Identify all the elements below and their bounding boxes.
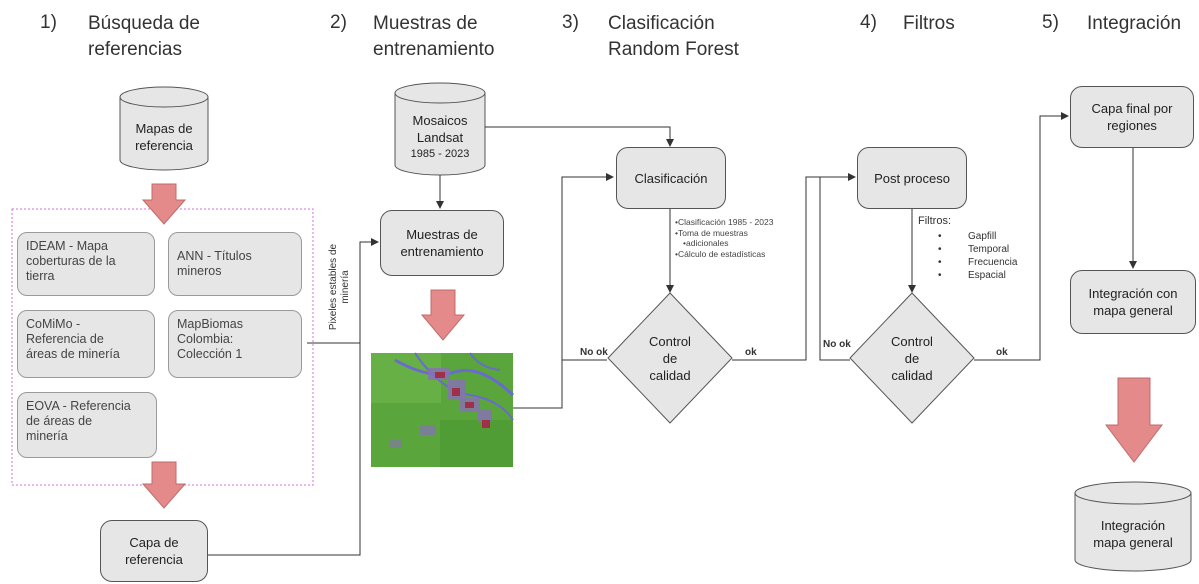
source-eova-line2: de áreas de: [26, 414, 93, 428]
control-calidad-1-label: Control de calidad: [630, 333, 710, 384]
capa-referencia-box: Capa de referencia: [100, 520, 208, 582]
clasificacion-label: Clasificación: [634, 170, 708, 186]
step-3-number: 3): [562, 12, 579, 33]
control-1-line3: calidad: [649, 368, 691, 383]
source-comimo: CoMiMo - Referencia de áreas de minería: [17, 310, 155, 378]
bullet-adicionales-text: adicionales: [685, 238, 729, 248]
muestras-line1: Muestras de: [406, 227, 478, 242]
source-eova: EOVA - Referencia de áreas de minería: [17, 392, 157, 458]
control-1-line2: de: [662, 351, 678, 366]
red-arrow-3: [420, 289, 466, 341]
integracion-mapa-cylinder: [1074, 481, 1192, 572]
integracion-mapa-db-label: Integración mapa general: [1075, 517, 1191, 551]
source-ann: ANN - Títulos mineros: [168, 232, 302, 296]
clasificacion-bullets: Clasificación 1985 - 2023 Toma de muestr…: [675, 217, 773, 259]
bullet-toma-muestras: Toma de muestras: [675, 228, 773, 239]
mosaicos-line3: 1985 - 2023: [410, 148, 470, 160]
mosaicos-landsat-label: Mosaicos Landsat 1985 - 2023: [395, 112, 485, 163]
source-mapbiomas-line3: Colección 1: [177, 347, 243, 361]
bullet-adicionales: adicionales: [675, 238, 773, 249]
step-1-title-line2: referencias: [88, 39, 182, 60]
source-comimo-line2: Referencia de: [26, 332, 104, 346]
reference-sources-group: [11, 208, 314, 486]
clasificacion-box: Clasificación: [616, 147, 726, 209]
source-ideam-line1: IDEAM - Mapa: [26, 239, 108, 253]
step-5-number: 5): [1042, 12, 1059, 33]
step-2-number: 2): [330, 12, 347, 33]
source-eova-line3: minería: [26, 429, 68, 443]
red-arrow-2: [141, 461, 187, 509]
step-4-title-line1: Filtros: [903, 13, 955, 34]
post-proceso-box: Post proceso: [857, 147, 967, 209]
filtro-frecuencia: •Frecuencia: [938, 257, 1018, 268]
red-arrow-1: [141, 183, 187, 225]
control-2-line1: Control: [891, 334, 933, 349]
red-arrow-4: [1104, 377, 1164, 463]
pixeles-line1: Pixeles estables de: [328, 243, 339, 331]
step-2-title-line2: entrenamiento: [373, 39, 495, 60]
filtro-temporal: •Temporal: [938, 244, 1010, 255]
control-calidad-diamond-2: [849, 292, 975, 424]
control-calidad-diamond-1: [607, 292, 733, 424]
control-2-line3: calidad: [891, 368, 933, 383]
filtro-espacial: •Espacial: [938, 270, 1006, 281]
capa-referencia-line1: Capa de: [129, 535, 179, 550]
satellite-image: [371, 352, 515, 467]
step-1-number: 1): [40, 12, 57, 33]
no-ok-label-2: No ok: [823, 339, 851, 350]
step-4-number: 4): [860, 12, 877, 33]
integracion-line1: Integración con: [1088, 286, 1178, 301]
source-ideam: IDEAM - Mapa coberturas de la tierra: [17, 232, 155, 296]
pixeles-line2: minería: [340, 270, 351, 304]
source-mapbiomas-line2: Colombia:: [177, 332, 234, 346]
mapas-referencia-line2: referencia: [135, 138, 193, 153]
ok-label-1: ok: [745, 347, 757, 358]
filtro-gapfill: •Gapfill: [938, 231, 997, 242]
ok-label-2: ok: [996, 347, 1008, 358]
mapas-referencia-cylinder: [119, 86, 209, 171]
no-ok-label-1: No ok: [580, 347, 608, 358]
source-ideam-line3: tierra: [26, 269, 55, 283]
integracion-line2: mapa general: [1093, 303, 1173, 318]
control-calidad-2-label: Control de calidad: [872, 333, 952, 384]
source-eova-line1: EOVA - Referencia: [26, 399, 131, 413]
capa-final-line1: Capa final por: [1091, 101, 1173, 116]
source-comimo-line1: CoMiMo -: [26, 317, 81, 331]
step-3-title-line1: Clasificación: [608, 13, 715, 34]
step-1-title-line1: Búsqueda de: [88, 13, 200, 34]
capa-final-line2: regiones: [1107, 118, 1157, 133]
muestras-entrenamiento-box: Muestras de entrenamiento: [380, 210, 504, 276]
integracion-db-line2: mapa general: [1093, 535, 1173, 550]
capa-final-box: Capa final por regiones: [1070, 86, 1194, 148]
muestras-line2: entrenamiento: [400, 244, 484, 259]
source-ann-line2: mineros: [177, 264, 222, 278]
bullet-estadisticas: Cálculo de estadísticas: [675, 249, 773, 260]
control-2-line2: de: [904, 351, 920, 366]
step-5-title-line1: Integración: [1087, 13, 1182, 34]
filtros-list: •Gapfill •Temporal •Frecuencia •Espacial: [938, 230, 1017, 282]
mosaicos-line2: Landsat: [416, 130, 464, 145]
source-mapbiomas-line1: MapBiomas: [177, 317, 243, 331]
mosaicos-line1: Mosaicos: [412, 113, 468, 128]
control-1-line1: Control: [649, 334, 691, 349]
bullet-clasificacion: Clasificación 1985 - 2023: [675, 217, 773, 228]
filtros-label: Filtros:: [918, 215, 951, 227]
source-mapbiomas: MapBiomas Colombia: Colección 1: [168, 310, 302, 378]
source-ideam-line2: coberturas de la: [26, 254, 116, 268]
integracion-box: Integración con mapa general: [1070, 270, 1196, 334]
source-ann-line1: ANN - Títulos: [177, 249, 252, 263]
mosaicos-landsat-cylinder: [394, 82, 486, 176]
mapas-referencia-line1: Mapas de: [135, 121, 193, 136]
mapas-referencia-label: Mapas de referencia: [120, 120, 208, 154]
step-2-title-line1: Muestras de: [373, 13, 478, 34]
source-comimo-line3: áreas de minería: [26, 347, 120, 361]
integracion-db-line1: Integración: [1100, 518, 1166, 533]
post-proceso-label: Post proceso: [874, 170, 950, 186]
pixeles-estables-label: Pixeles estables de minería: [326, 232, 354, 342]
capa-referencia-line2: referencia: [125, 552, 183, 567]
step-3-title-line2: Random Forest: [608, 39, 739, 60]
